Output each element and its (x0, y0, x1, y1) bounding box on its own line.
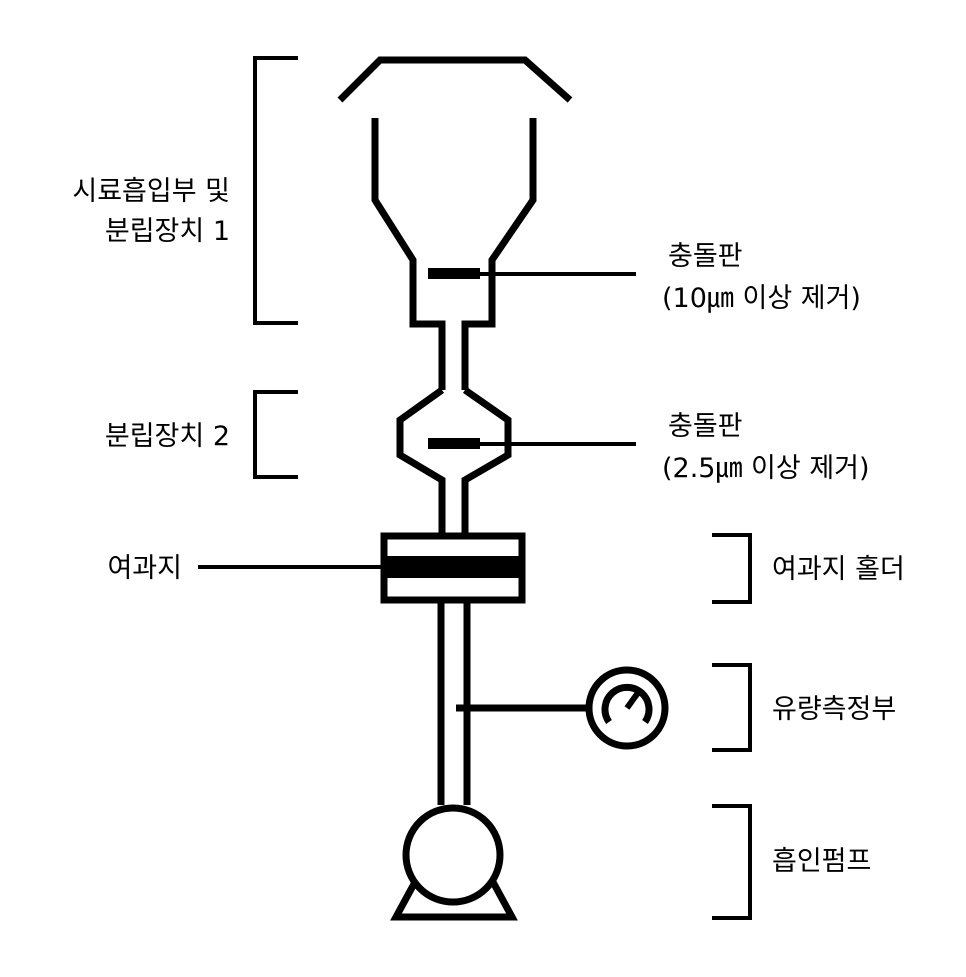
label-separator-2: 분립장치 2 (105, 421, 230, 452)
bracket-separator-2 (253, 390, 298, 479)
impactor-plate-2 (428, 438, 480, 449)
label-impactor-2-desc: (2.5㎛ 이상 제거) (662, 453, 870, 484)
gauge-dial-icon (601, 683, 653, 725)
label-intake-line1: 시료흡입부 및 (72, 176, 230, 207)
label-impactor-2-title: 충돌판 (668, 411, 743, 442)
label-intake-line2: 분립장치 1 (105, 216, 230, 247)
flow-meter-gauge (585, 666, 669, 750)
pump-stand (390, 880, 518, 921)
pump-body (402, 804, 504, 906)
separator-1-chamber (371, 118, 537, 390)
lower-tube (437, 600, 471, 805)
bracket-intake (253, 56, 298, 325)
bracket-pump (712, 804, 752, 920)
label-filter: 여과지 (107, 553, 182, 584)
label-pump: 흡인펌프 (772, 846, 871, 877)
label-impactor-1-title: 충돌판 (668, 241, 743, 272)
impactor-plate-1 (428, 268, 480, 279)
inlet-hood (337, 56, 573, 103)
gauge-needle-icon (624, 688, 643, 710)
bracket-flow-meter (712, 663, 752, 752)
separator-2-chamber (396, 387, 512, 535)
filter-paper (384, 556, 522, 578)
label-flow-meter: 유량측정부 (772, 694, 896, 725)
label-filter-holder: 여과지 홀더 (772, 554, 905, 585)
label-impactor-1-desc: (10㎛ 이상 제거) (662, 283, 861, 314)
bracket-filter-holder (712, 533, 752, 604)
